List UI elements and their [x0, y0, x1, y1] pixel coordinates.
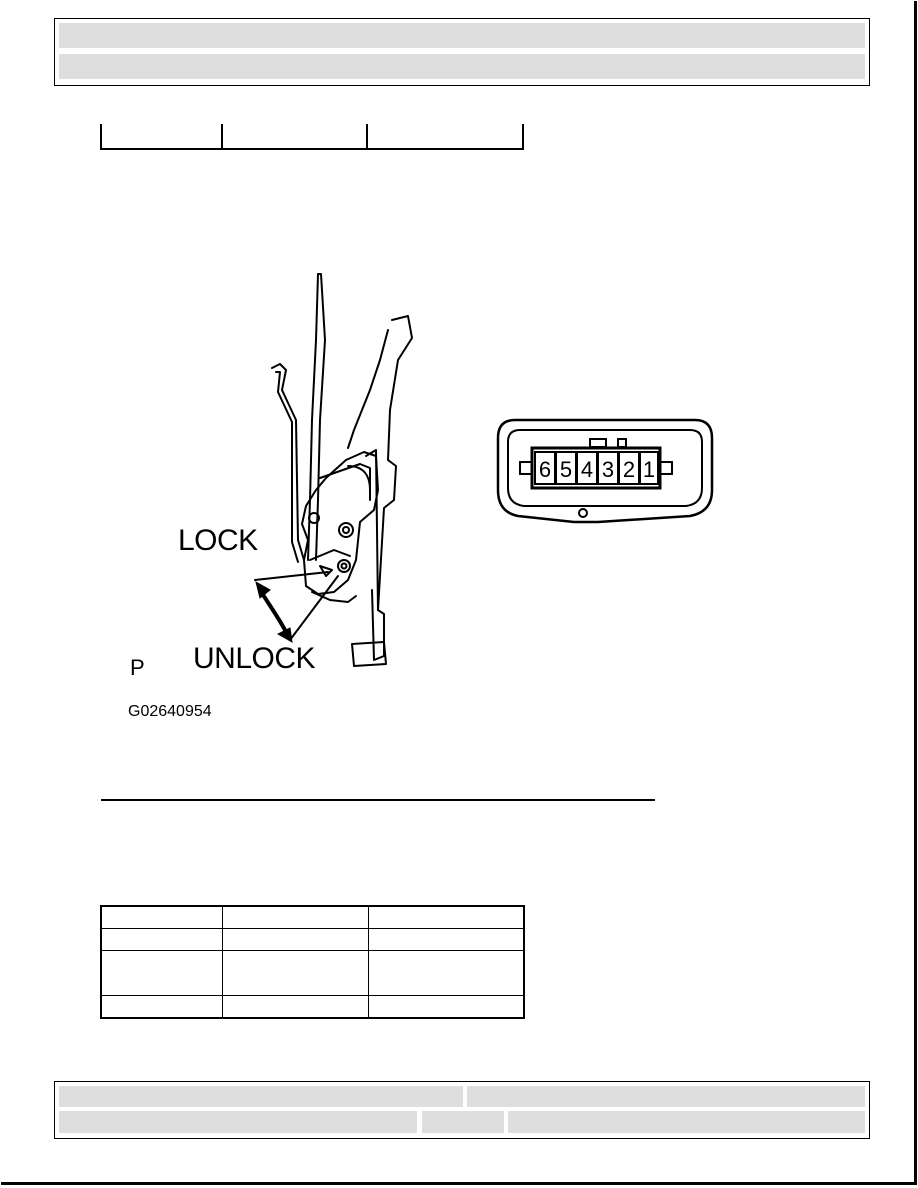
connector-pin-4: 4 [581, 457, 593, 482]
table-cell [100, 928, 224, 951]
table-cell [100, 905, 224, 929]
page-footer [54, 1081, 870, 1139]
table-row [100, 995, 525, 1019]
footer-bottom-mid [422, 1111, 504, 1133]
footer-left [59, 1086, 463, 1107]
footer-right [467, 1086, 865, 1107]
table-cell [222, 995, 369, 1019]
table-cell [367, 950, 525, 996]
header-subtitle [59, 54, 865, 79]
connector-pin-1: 1 [643, 457, 655, 482]
table-cell [100, 950, 224, 996]
section-divider [101, 799, 655, 801]
table-cell [220, 124, 369, 150]
connector-face [496, 418, 714, 524]
connector-pin-5: 5 [560, 457, 572, 482]
connector-pin-3: 3 [602, 457, 614, 482]
door-lock-actuator-drawing: 6 5 4 3 2 1 [254, 273, 714, 667]
table-cell [100, 124, 223, 150]
table-cell [222, 950, 369, 996]
connector-pin-6: 6 [539, 457, 551, 482]
footer-bottom-right [508, 1111, 865, 1133]
table-cell [222, 905, 369, 929]
page-header [54, 18, 870, 86]
unlock-label: UNLOCK [193, 642, 316, 675]
lock-label: LOCK [178, 524, 258, 557]
connector-pin-cells [534, 451, 659, 485]
p-label: P [130, 655, 145, 680]
table-row [100, 928, 525, 951]
table-row [100, 950, 525, 996]
top-table [100, 124, 524, 150]
connector-pin-2: 2 [623, 457, 635, 482]
table-cell [222, 928, 369, 951]
table-cell [100, 995, 224, 1019]
header-title [59, 23, 865, 48]
bottom-table [100, 905, 525, 1019]
table-cell [367, 928, 525, 951]
table-cell [367, 905, 525, 929]
table-row [100, 124, 524, 150]
table-cell [366, 124, 524, 150]
footer-bottom-left [59, 1111, 417, 1133]
table-row [100, 905, 525, 929]
figure-code: G02640954 [128, 703, 212, 720]
table-cell [367, 995, 525, 1019]
door-lock-illustration: 6 5 4 3 2 1 LOCK UNLOCK P G02640954 [120, 260, 760, 730]
